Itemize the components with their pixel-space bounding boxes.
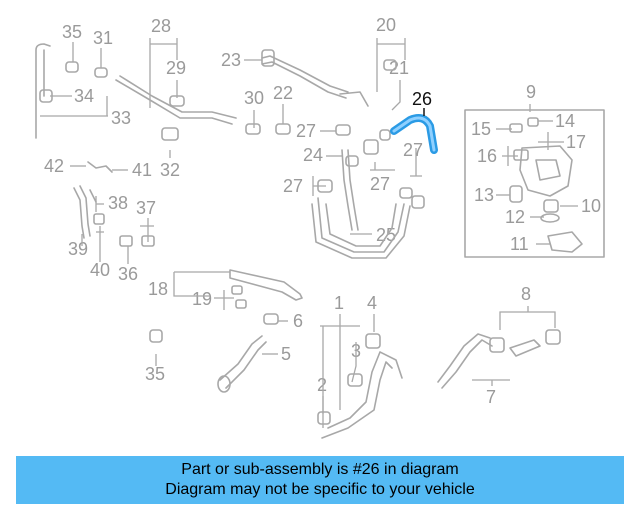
callout-7[interactable]: 7: [486, 387, 496, 407]
callout-6[interactable]: 6: [293, 311, 303, 331]
callout-27-b[interactable]: 27: [403, 140, 423, 160]
part-group-thermostat-box: [464, 109, 605, 258]
callout-27-c[interactable]: 27: [283, 176, 303, 196]
callout-35-bottom[interactable]: 35: [145, 364, 165, 384]
callout-18[interactable]: 18: [148, 279, 168, 299]
callout-11[interactable]: 11: [510, 234, 529, 254]
callout-4[interactable]: 4: [367, 293, 377, 313]
callout-33[interactable]: 33: [111, 108, 131, 128]
callout-34[interactable]: 34: [74, 86, 94, 106]
callout-10[interactable]: 10: [581, 196, 601, 216]
callout-1[interactable]: 1: [334, 293, 344, 313]
callout-19[interactable]: 19: [192, 289, 212, 309]
part-group-left-hoses: [73, 161, 155, 247]
part-group-upper-left: [35, 43, 397, 141]
callout-36[interactable]: 36: [118, 264, 138, 284]
callout-35-top[interactable]: 35: [62, 22, 82, 42]
callout-32[interactable]: 32: [160, 160, 180, 180]
callout-15[interactable]: 15: [471, 119, 491, 139]
callout-27-d[interactable]: 27: [370, 174, 390, 194]
callout-9[interactable]: 9: [526, 82, 536, 102]
part-info-banner: Part or sub-assembly is #26 in diagram D…: [16, 456, 624, 504]
callout-14[interactable]: 14: [555, 111, 575, 131]
callout-31[interactable]: 31: [93, 28, 113, 48]
banner-line-disclaimer: Diagram may not be specific to your vehi…: [165, 481, 475, 498]
callout-13[interactable]: 13: [474, 185, 494, 205]
callout-5[interactable]: 5: [281, 344, 291, 364]
callout-22[interactable]: 22: [273, 83, 293, 103]
callout-42[interactable]: 42: [44, 156, 64, 176]
leader-lines: [40, 38, 578, 428]
callout-24[interactable]: 24: [303, 145, 323, 165]
callout-41[interactable]: 41: [132, 160, 152, 180]
callout-29[interactable]: 29: [166, 58, 186, 78]
callout-39[interactable]: 39: [68, 239, 88, 259]
callout-27-a[interactable]: 27: [296, 121, 316, 141]
callout-30[interactable]: 30: [244, 88, 264, 108]
callout-17[interactable]: 17: [566, 132, 586, 152]
parts-diagram: 35 31 28 29 34 33 23 30 22 20 21 26 27 2…: [35, 15, 605, 439]
callout-23[interactable]: 23: [221, 50, 241, 70]
part-group-lower: [149, 269, 561, 439]
callout-21[interactable]: 21: [389, 58, 409, 78]
callout-37[interactable]: 37: [136, 198, 156, 218]
callout-12[interactable]: 12: [505, 207, 525, 227]
part-group-center-pipes: [311, 139, 425, 259]
callout-25[interactable]: 25: [376, 225, 396, 245]
callout-2[interactable]: 2: [317, 375, 327, 395]
callout-28[interactable]: 28: [151, 16, 171, 36]
callout-40[interactable]: 40: [90, 260, 110, 280]
callout-38[interactable]: 38: [108, 193, 128, 213]
callout-26[interactable]: 26: [412, 89, 432, 109]
banner-line-part: Part or sub-assembly is #26 in diagram: [181, 461, 459, 478]
callout-8[interactable]: 8: [521, 284, 531, 304]
callout-20[interactable]: 20: [376, 15, 396, 35]
part-26-hose[interactable]: [390, 114, 438, 154]
callout-16[interactable]: 16: [477, 146, 497, 166]
